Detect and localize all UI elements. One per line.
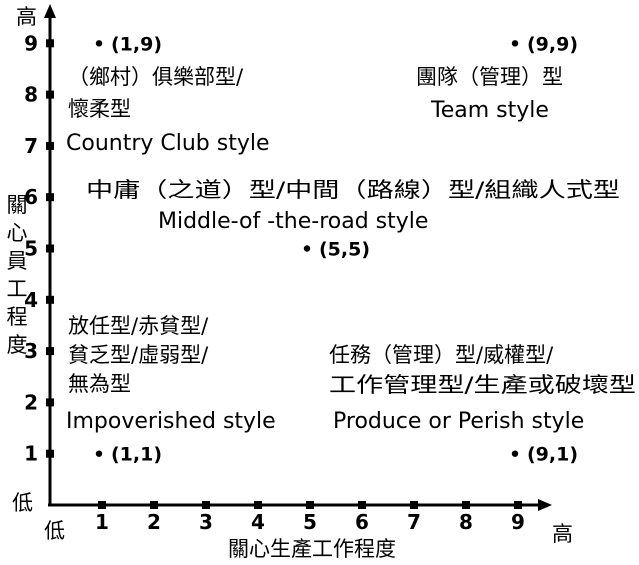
x-axis-arrowhead [538,499,552,511]
impoverished-en: Impoverished style [66,409,276,434]
data-point-label: (9,1) [527,444,578,466]
impoverished-style-block: 放任型/赤貧型/ 貧乏型/虛弱型/ 無為型 Impoverished style [66,314,276,434]
x-tick-mark-2 [150,501,158,509]
y-tick-label-1: 1 [24,442,38,466]
y-tick-mark-1 [46,449,54,458]
produce-or-perish-zh-line-1: 任務（管理）型/威權型/ [329,343,554,367]
y-tick-label-6: 6 [24,185,38,209]
data-point-marker [95,450,103,457]
y-tick-label-5: 5 [24,237,38,261]
x-tick-mark-9 [514,501,522,509]
y-tick-label-9: 9 [24,31,38,55]
x-tick-mark-1 [98,501,106,509]
y-axis-title: 關心員工程度 [7,193,28,357]
impoverished-zh-line-1: 放任型/赤貧型/ [68,314,209,338]
data-point-label: (9,9) [527,33,578,55]
x-tick-mark-3 [202,501,210,509]
y-tick-mark-2 [46,398,54,407]
data-points: (1,9) (9,9) (5,5) (1,1) (9,1) [95,33,578,466]
impoverished-zh-line-3: 無為型 [68,372,131,396]
y-tick-mark-3 [46,347,54,356]
y-tick-label-8: 8 [24,83,38,107]
middle-of-the-road-en: Middle-of -the-road style [158,209,428,234]
x-tick-label-8: 8 [459,510,473,534]
produce-or-perish-en: Produce or Perish style [333,409,584,434]
data-point-marker [95,40,103,47]
produce-or-perish-style-block: 任務（管理）型/威權型/ 工作管理型/生產或破壞型 Produce or Per… [329,343,636,434]
y-tick-mark-4 [46,295,54,304]
middle-of-the-road-zh-line-1: 中庸（之道）型/中間（路線）型/組織人式型 [86,178,620,202]
y-tick-mark-7 [46,141,54,150]
x-axis-title: 關心生產工作程度 [228,537,396,561]
impoverished-zh-line-2: 貧乏型/虛弱型/ [68,343,209,367]
y-tick-mark-5 [46,244,54,253]
x-tick-mark-7 [410,501,418,509]
produce-or-perish-zh-line-2: 工作管理型/生產或破壞型 [329,373,636,397]
data-point-marker [511,40,519,47]
x-tick-mark-4 [254,501,262,509]
country-club-en: Country Club style [66,131,270,156]
team-style-block: 團隊（管理）型 Team style [416,65,563,123]
x-tick-mark-6 [358,501,366,509]
y-tick-mark-9 [46,39,54,48]
data-point-label: (5,5) [319,239,370,261]
x-tick-label-2: 2 [147,510,161,534]
y-tick-label-2: 2 [24,390,38,414]
country-club-zh-line-1: （鄉村）俱樂部型/ [68,65,244,89]
middle-of-the-road-style-block: 中庸（之道）型/中間（路線）型/組織人式型 Middle-of -the-roa… [86,178,620,234]
x-tick-label-5: 5 [303,510,317,534]
y-tick-label-3: 3 [24,339,38,363]
y-tick-label-7: 7 [24,134,38,158]
team-en: Team style [430,98,549,123]
x-ticks: 1 2 3 4 5 6 7 8 9 [95,501,525,534]
y-high-label: 高 [16,5,37,29]
x-high-label: 高 [552,522,573,546]
team-zh-line-1: 團隊（管理）型 [416,65,563,89]
y-tick-mark-8 [46,90,54,99]
data-point-marker [511,450,519,457]
x-tick-label-9: 9 [511,510,525,534]
x-tick-mark-8 [462,501,470,509]
data-point-marker [303,245,311,252]
data-point-label: (1,9) [111,33,162,55]
x-tick-label-4: 4 [251,510,265,534]
y-tick-label-4: 4 [24,288,38,312]
x-tick-label-3: 3 [199,510,213,534]
y-low-label: 低 [12,491,33,515]
x-tick-label-7: 7 [407,510,421,534]
y-tick-mark-6 [46,193,54,202]
y-ticks: 1 2 3 4 5 6 7 8 9 [24,31,54,466]
x-tick-mark-5 [306,501,314,509]
y-axis-arrowhead [44,4,56,18]
country-club-zh-line-2: 懷柔型 [68,97,131,121]
data-point-label: (1,1) [111,444,162,466]
x-tick-label-1: 1 [95,510,109,534]
country-club-style-block: （鄉村）俱樂部型/ 懷柔型 Country Club style [66,65,270,156]
x-low-label: 低 [44,519,65,543]
x-tick-label-6: 6 [355,510,369,534]
